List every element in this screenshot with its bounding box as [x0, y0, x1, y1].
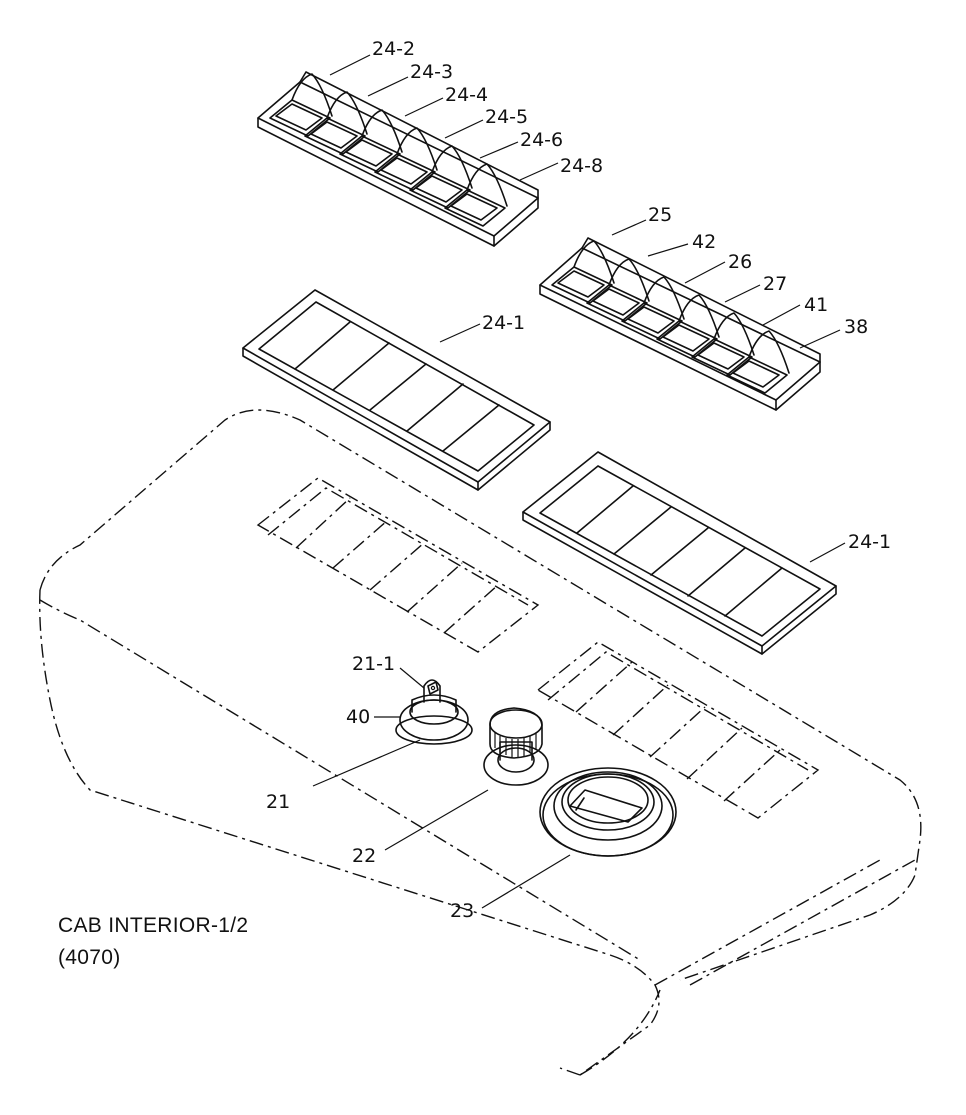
callout-26: 26: [728, 251, 752, 273]
switch-bank-24: [257, 71, 539, 247]
gauge-display: [539, 767, 677, 857]
bezel-frame-upper: [242, 289, 551, 491]
callout-24-5: 24-5: [485, 106, 528, 128]
callout-24-1-lower: 24-1: [848, 531, 891, 553]
console-cutout-right: [536, 641, 820, 819]
console-cutout-left: [256, 477, 540, 653]
console-housing: [39, 409, 922, 1076]
ignition-switch: [395, 679, 473, 745]
callout-24-1-upper: 24-1: [482, 312, 525, 334]
callout-27: 27: [763, 273, 787, 295]
callout-25: 25: [648, 204, 672, 226]
callout-22: 22: [352, 845, 376, 867]
switch-bank-25-38: [539, 237, 821, 411]
callout-23: 23: [450, 900, 474, 922]
callout-38: 38: [844, 316, 868, 338]
callout-24-2: 24-2: [372, 38, 415, 60]
callout-21-1: 21-1: [352, 653, 395, 675]
callout-21: 21: [266, 791, 290, 813]
callout-24-6: 24-6: [520, 129, 563, 151]
bezel-frame-lower: [522, 451, 837, 655]
diagram-model: (4070): [58, 946, 121, 969]
callout-24-3: 24-3: [410, 61, 453, 83]
callout-40: 40: [346, 706, 370, 728]
throttle-knob: [483, 707, 549, 786]
callout-labels: 24-2 24-3 24-4 24-5 24-6 24-8 25 42 26 2…: [266, 38, 891, 922]
callout-41: 41: [804, 294, 828, 316]
callout-42: 42: [692, 231, 716, 253]
leader-lines: [312, 54, 846, 909]
diagram-title: CAB INTERIOR-1/2: [58, 914, 249, 937]
callout-24-4: 24-4: [445, 84, 488, 106]
callout-24-8: 24-8: [560, 155, 603, 177]
